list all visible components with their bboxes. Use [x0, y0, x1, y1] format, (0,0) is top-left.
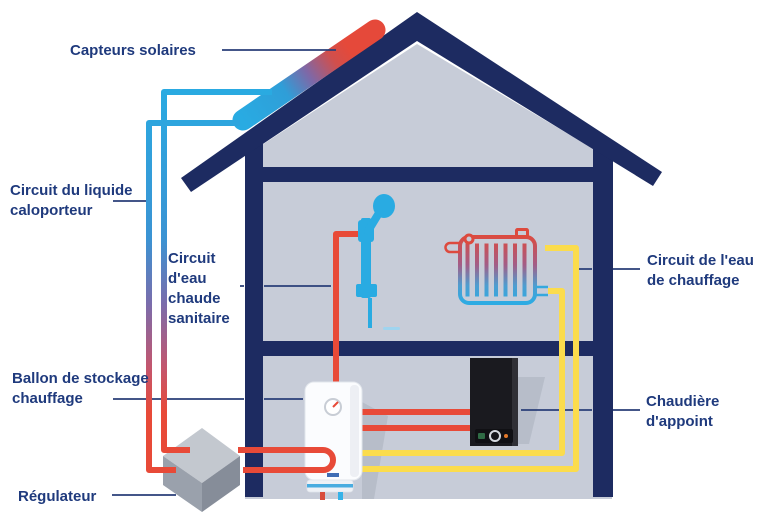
cube-top-face [163, 428, 240, 483]
label-ballon-stockage: Ballon de stockage chauffage [12, 370, 149, 407]
radiator-valve-icon [463, 233, 475, 245]
roof-left-slope [181, 12, 417, 192]
boiler-knob-icon [489, 430, 501, 442]
storage-tank [304, 381, 363, 500]
tank-shading [350, 385, 359, 477]
heating-pipe-supply [330, 245, 579, 472]
label-circuit-chauffage: Circuit de l'eau de chauffage [647, 252, 754, 289]
label-regulateur: Régulateur [18, 488, 97, 505]
radiator [444, 228, 548, 305]
shower [356, 194, 400, 330]
label-capteurs-solaires: Capteurs solaires [70, 42, 196, 59]
radiator-inlet [444, 241, 460, 254]
shower-drain [383, 327, 400, 330]
solar-collector [232, 19, 386, 131]
boiler-indicator-icon [504, 434, 508, 438]
radiator-fins [465, 243, 527, 297]
cube-right-face [202, 456, 240, 512]
label-circuit-ecs: Circuit d'eau chaude sanitaire [168, 250, 230, 327]
right-wall [593, 148, 613, 497]
floor-beam [245, 341, 612, 356]
radiator-cap [515, 228, 529, 238]
solar-loop-pipe-return [146, 120, 240, 473]
tank-leg-cold [338, 492, 343, 500]
dhw-pipe [333, 231, 359, 390]
boiler-display-icon [478, 433, 485, 439]
boiler-edge-highlight [512, 358, 518, 446]
shower-handle [364, 209, 383, 235]
shower-hose [368, 298, 372, 328]
left-wall [245, 138, 263, 497]
heating-pipe-return [330, 288, 565, 456]
shower-slider [356, 284, 377, 297]
tank-base-stripe [307, 484, 353, 488]
label-chaudiere-appoint: Chaudière d'appoint [646, 393, 720, 430]
tank-gauge-needle [332, 401, 339, 408]
tank-leg-hot [320, 492, 325, 500]
tank-label-tick [327, 473, 339, 477]
tank-coil-loop [238, 447, 336, 473]
shower-head-icon [373, 194, 395, 218]
label-circuit-caloporteur: Circuit du liquide caloporteur [10, 182, 133, 219]
boiler [470, 358, 518, 446]
solar-loop-pipe-supply [161, 89, 272, 453]
radiator-outlet [536, 285, 548, 297]
roof-right-slope [417, 12, 662, 186]
attic-beam [245, 167, 612, 182]
radiator-body [458, 235, 537, 305]
